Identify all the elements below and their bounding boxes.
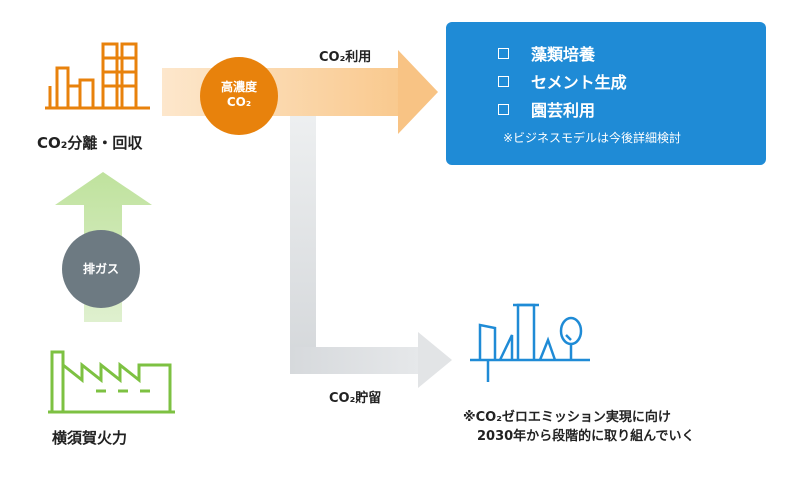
storage-arrow: [290, 108, 452, 388]
high-concentration-sub-label: CO₂: [226, 95, 252, 109]
utilization-panel: 藻類培養 セメント生成 園芸利用 ※ビジネスモデルは今後詳細検討: [446, 22, 766, 165]
high-concentration-label: 高濃度: [220, 80, 257, 94]
utilization-item: 藻類培養: [498, 41, 595, 65]
utilization-note: ※ビジネスモデルは今後詳細検討: [503, 131, 682, 145]
storage-note-line2: 2030年から段階的に取り組んでいく: [477, 429, 695, 444]
power-plant-icon: [48, 350, 175, 414]
utilization-item: セメント生成: [498, 69, 627, 93]
checkbox-icon: [498, 75, 509, 87]
separation-label: CO₂分離・回収: [37, 134, 143, 152]
capture-facility-icon: [45, 42, 150, 110]
utilization-item-label: 藻類培養: [531, 45, 596, 64]
high-concentration-circle: 高濃度 CO₂: [200, 57, 278, 135]
storage-label: CO₂貯留: [329, 391, 382, 406]
storage-facility-icon: [470, 303, 590, 382]
utilization-item-label: セメント生成: [531, 73, 627, 92]
checkbox-icon: [498, 47, 509, 59]
utilization-label: CO₂利用: [319, 50, 372, 65]
plant-label: 横須賀火力: [52, 429, 128, 447]
exhaust-gas-circle: 排ガス: [62, 230, 140, 308]
exhaust-gas-label: 排ガス: [82, 262, 119, 276]
storage-note-line1: ※CO₂ゼロエミッション実現に向け: [463, 410, 671, 425]
checkbox-icon: [498, 103, 509, 115]
utilization-item-label: 園芸利用: [531, 101, 596, 120]
utilization-item: 園芸利用: [498, 97, 595, 121]
